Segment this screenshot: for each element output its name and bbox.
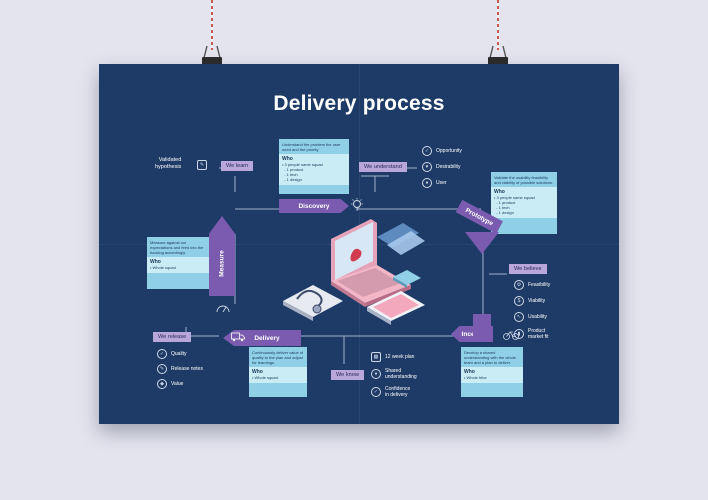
believe-item-viability: $ Viability — [514, 296, 545, 306]
delivery-stage-arrow: Delivery — [223, 330, 301, 346]
inception-who-list: • Whole tribe — [464, 375, 487, 380]
gears-icon: ⚙ — [514, 280, 524, 290]
hanging-string-right — [497, 0, 499, 50]
delivery-who-box: Who • Whole squad — [249, 367, 307, 383]
thumbs-up-icon: ✓ — [371, 387, 381, 397]
we-know-label: We know — [331, 370, 364, 380]
know-item-plan: ▦ 12 week plan — [371, 352, 414, 362]
ribbon-icon: ✓ — [422, 146, 432, 156]
poster: Delivery process Validated hypothesis ✎ … — [99, 64, 619, 424]
prototype-who-box: Who • 3 people same squad - 1 product - … — [491, 187, 557, 218]
people-icon: ● — [371, 369, 381, 379]
inception-who-title: Who — [464, 369, 475, 375]
discovery-stage-label: Discovery — [298, 202, 330, 210]
truck-icon — [231, 332, 245, 342]
delivery-stage-label: Delivery — [254, 334, 280, 342]
inception-description: Develop a shared understanding with the … — [464, 350, 516, 365]
we-understand-label: We understand — [359, 162, 407, 172]
prototype-description: Validate the usability feasibility and v… — [494, 175, 554, 185]
discovery-description: Understand the problem the user need and… — [282, 142, 341, 152]
delivery-who-list: • Whole squad — [252, 375, 278, 380]
measure-stage-arrow: Measure — [209, 216, 235, 296]
prototype-card: Validate the usability feasibility and v… — [491, 172, 557, 234]
we-believe-label: We believe — [509, 264, 547, 274]
heart-icon: ♥ — [422, 162, 432, 172]
bicycle-icon — [503, 331, 519, 340]
discovery-who-title: Who — [282, 156, 293, 162]
discovery-card: Understand the problem the user need and… — [279, 139, 349, 194]
quality-badge-icon: ✓ — [157, 349, 167, 359]
release-item-quality: ✓ Quality — [157, 349, 187, 359]
gauge-icon — [216, 305, 230, 313]
inception-card: Develop a shared understanding with the … — [461, 347, 523, 397]
delivery-description: Continuously deliver value of quality to… — [252, 350, 304, 365]
hanging-string-left — [211, 0, 213, 50]
believe-item-market-fit: ▮ Product market fit — [514, 328, 549, 340]
prototype-arrowhead — [465, 232, 499, 254]
believe-item-usability: ↖ Usability — [514, 312, 547, 322]
understand-item-user: ● User — [422, 178, 447, 188]
measure-stage-label: Measure — [218, 249, 226, 277]
user-icon: ● — [422, 178, 432, 188]
measure-who-list: • Whole squad — [150, 265, 176, 270]
measure-who-title: Who — [150, 259, 161, 265]
lightbulb-icon — [351, 198, 363, 211]
devices-illustration — [283, 219, 425, 325]
edit-check-icon: ✎ — [197, 160, 207, 170]
believe-item-feasibility: ⚙ Feasibility — [514, 280, 550, 290]
release-item-value: ◆ Value — [157, 379, 183, 389]
know-item-understanding: ● Shared understanding — [371, 368, 417, 380]
we-release-label: We release — [153, 332, 192, 342]
discovery-stage-arrow: Discovery — [279, 199, 349, 213]
prototype-who-list: • 3 people same squad - 1 product - 1 te… — [494, 195, 535, 215]
cursor-icon: ↖ — [514, 312, 524, 322]
prototype-who-title: Who — [494, 189, 505, 195]
diamond-icon: ◆ — [157, 379, 167, 389]
measure-card: Measure against our expectations and fee… — [147, 237, 209, 289]
inception-who-box: Who • Whole tribe — [461, 367, 523, 383]
pencil-icon: ✎ — [157, 364, 167, 374]
validated-hypothesis-text: Validated hypothesis — [155, 157, 182, 170]
calendar-icon: ▦ — [371, 352, 381, 362]
poster-title: Delivery process — [273, 92, 445, 115]
discovery-who-box: Who • 3 people same squad - 1 product - … — [279, 154, 349, 185]
understand-item-desirability: ♥ Desirability — [422, 162, 460, 172]
understand-item-opportunity: ✓ Opportunity — [422, 146, 462, 156]
discovery-who-list: • 3 people same squad - 1 product - 1 te… — [282, 162, 323, 182]
measure-description: Measure against our expectations and fee… — [150, 240, 204, 255]
delivery-who-title: Who — [252, 369, 263, 375]
delivery-card: Continuously deliver value of quality to… — [249, 347, 307, 397]
inception-curve-arrow — [473, 314, 491, 338]
release-item-notes: ✎ Release notes — [157, 364, 203, 374]
money-icon: $ — [514, 296, 524, 306]
measure-who-box: Who • Whole squad — [147, 257, 209, 273]
we-learn-label: We learn — [221, 161, 254, 171]
know-item-confidence: ✓ Confidence in delivery — [371, 386, 410, 398]
